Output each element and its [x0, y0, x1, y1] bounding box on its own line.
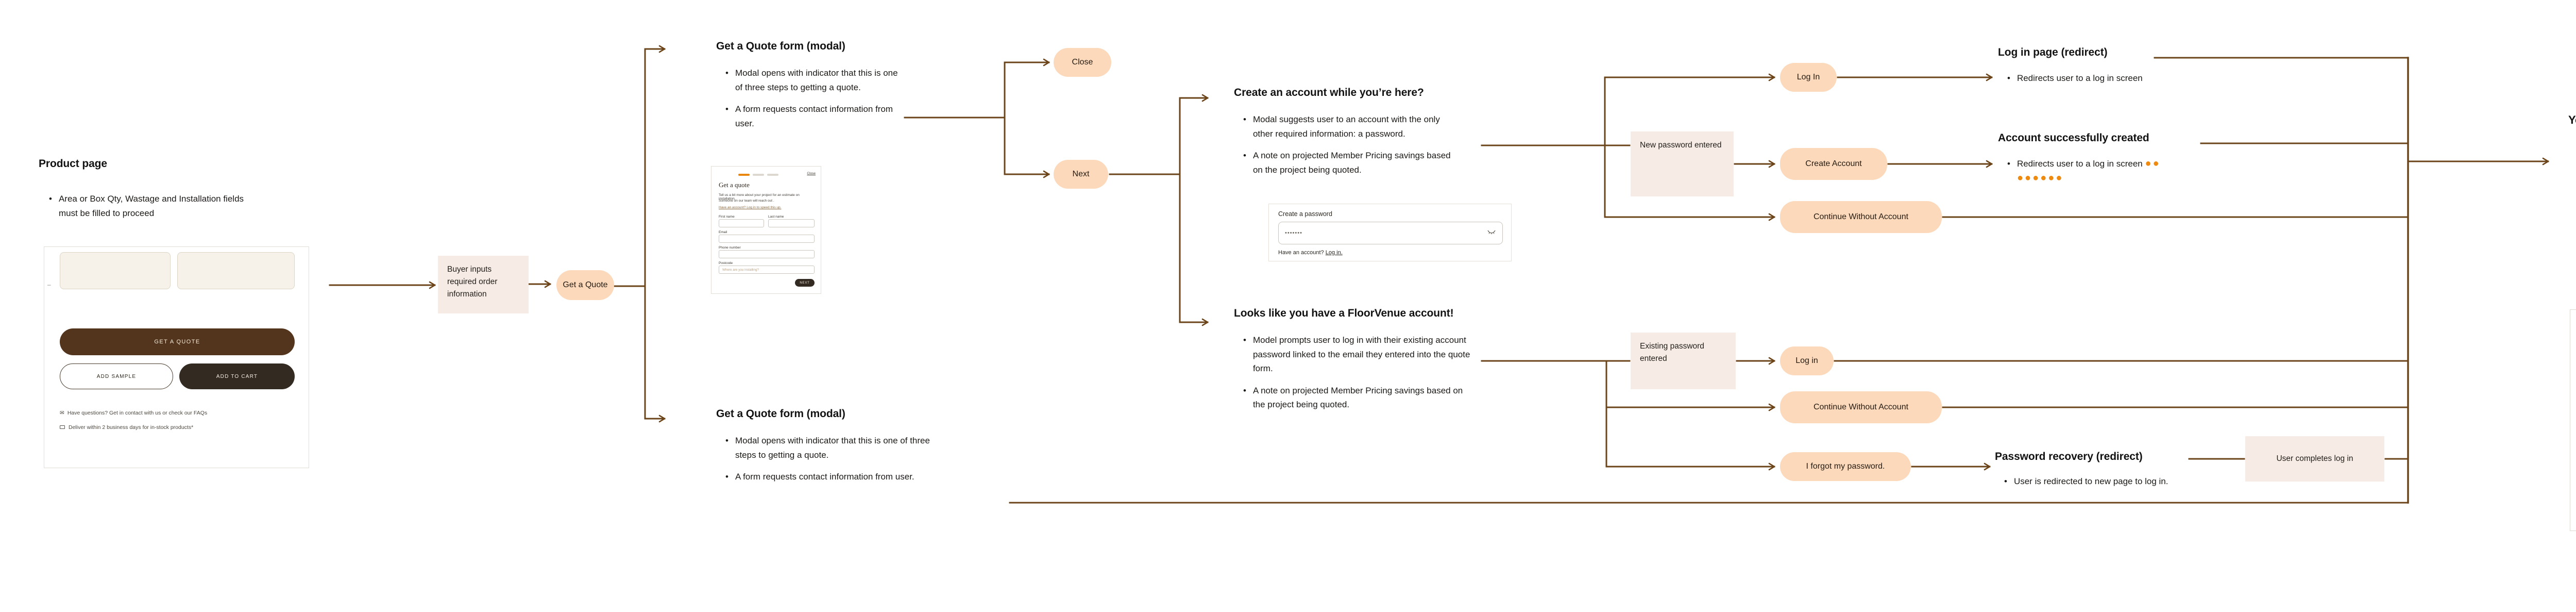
progress-step-2	[753, 174, 764, 176]
node-forgot-password[interactable]: I forgot my password.	[1780, 452, 1911, 481]
bullet-item: •A note on projected Member Pricing savi…	[1243, 385, 1463, 410]
email-input[interactable]	[719, 235, 815, 243]
progress-step-1	[738, 174, 750, 176]
section-title-account-created: Account successfully created	[1998, 132, 2149, 144]
quote-ready-screenshot: Back Close Get a quote Your quote is rea…	[2570, 309, 2576, 531]
node-continue-without-account-top[interactable]: Continue Without Account	[1780, 201, 1942, 233]
product-page-screenshot: – GET A QUOTE ADD SAMPLE ADD TO CART ✉Ha…	[44, 246, 309, 468]
smiley-emoji-row: ●●	[2145, 158, 2161, 169]
bullet-item: •Redirects user to a log in screen	[2007, 73, 2143, 83]
envelope-icon: ✉	[60, 410, 64, 416]
next-button[interactable]: NEXT	[795, 279, 815, 287]
state-user-completes-login[interactable]: User completes log in	[2245, 436, 2384, 482]
bullet-item: •A note on projected Member Pricing savi…	[1243, 151, 1451, 175]
node-continue-without-account-bottom[interactable]: Continue Without Account	[1780, 391, 1942, 423]
section-title-password-recovery: Password recovery (redirect)	[1995, 451, 2143, 462]
bullet-item: •Modal opens with indicator that this is…	[725, 68, 898, 92]
wastage-field[interactable]	[177, 252, 295, 289]
quote-form-screenshot: Close Get a quote Tell us a bit more abo…	[711, 166, 821, 294]
get-a-quote-button[interactable]: GET A QUOTE	[60, 328, 295, 355]
bullet-item: • Redirects user to a log in screen ●● ●…	[2007, 158, 2161, 184]
section-title-create-account: Create an account while you’re here?	[1234, 87, 1424, 98]
first-name-input[interactable]	[719, 219, 764, 227]
smiley-emoji-row: ●●●●●●	[2016, 172, 2064, 184]
section-title-floorvenue: Looks like you have a FloorVenue account…	[1234, 307, 1454, 319]
login-speed-link[interactable]: Have an account? Log in to speed this up…	[719, 206, 782, 209]
last-name-input[interactable]	[768, 219, 815, 227]
bullet-item: •Modal suggests user to an account with …	[1243, 114, 1440, 139]
password-input[interactable]: •••••••	[1278, 222, 1503, 244]
modal-close-link[interactable]: Close	[807, 172, 816, 175]
bullet-item: •Area or Box Qty, Wastage and Installati…	[49, 194, 244, 218]
node-log-in-top[interactable]: Log In	[1780, 63, 1837, 92]
section-title-login-redirect: Log in page (redirect)	[1998, 46, 2108, 58]
password-dots: •••••••	[1285, 230, 1302, 236]
section-title-quote-ready: Your quote is ready!	[2568, 113, 2576, 126]
bullet-item: •A form requests contact information fro…	[725, 104, 893, 128]
progress-step-3	[767, 174, 778, 176]
area-qty-field[interactable]	[60, 252, 171, 289]
section-title-product-page: Product page	[39, 158, 107, 170]
node-create-account[interactable]: Create Account	[1780, 148, 1887, 180]
modal-intro-2: Someone on our team will reach out .	[719, 199, 774, 203]
modal-heading: Get a quote	[719, 181, 750, 189]
bullet-item: •User is redirected to new page to log i…	[2004, 476, 2168, 486]
delivery-note: Deliver within 2 business days for in-st…	[60, 424, 193, 431]
create-password-screenshot: Create a password ••••••• Have an accoun…	[1268, 204, 1512, 261]
first-name-label: First name	[719, 215, 735, 219]
faq-note: ✉Have questions? Get in contact with us …	[60, 410, 208, 416]
node-get-a-quote[interactable]: Get a Quote	[556, 270, 614, 300]
node-log-in-bottom[interactable]: Log in	[1780, 346, 1834, 375]
node-close[interactable]: Close	[1054, 48, 1111, 77]
phone-input[interactable]	[719, 250, 815, 258]
eye-icon[interactable]	[1487, 228, 1496, 238]
postcode-placeholder: Where are you installing?	[722, 268, 759, 272]
add-to-cart-button[interactable]: ADD TO CART	[179, 363, 295, 389]
create-password-label: Create a password	[1278, 210, 1332, 218]
modal-intro: Tell us a bit more about your project fo…	[719, 193, 800, 201]
login-link[interactable]: Log in.	[1325, 250, 1343, 256]
truck-icon	[60, 425, 65, 429]
bullet-item: •A form requests contact information fro…	[725, 472, 914, 482]
phone-label: Phone number	[719, 246, 741, 250]
state-existing-password[interactable]: Existing password entered	[1631, 333, 1736, 389]
email-label: Email	[719, 230, 727, 234]
state-new-password[interactable]: New password entered	[1631, 131, 1734, 196]
postcode-label: Postcode	[719, 261, 733, 265]
section-title-quote-form-top: Get a Quote form (modal)	[716, 40, 845, 52]
state-buyer-inputs[interactable]: Buyer inputs required order information	[438, 256, 529, 313]
node-next[interactable]: Next	[1054, 160, 1108, 189]
section-title-quote-form-bottom: Get a Quote form (modal)	[716, 408, 845, 420]
last-name-label: Last name	[768, 215, 784, 219]
postcode-input[interactable]: Where are you installing?	[719, 266, 815, 274]
bullet-item: •Model prompts user to log in with their…	[1243, 335, 1470, 374]
bullet-item: •Modal opens with indicator that this is…	[725, 436, 930, 460]
crop-fragment: –	[47, 281, 51, 288]
have-account-line: Have an account? Log in.	[1278, 250, 1343, 256]
add-sample-button[interactable]: ADD SAMPLE	[60, 363, 173, 389]
